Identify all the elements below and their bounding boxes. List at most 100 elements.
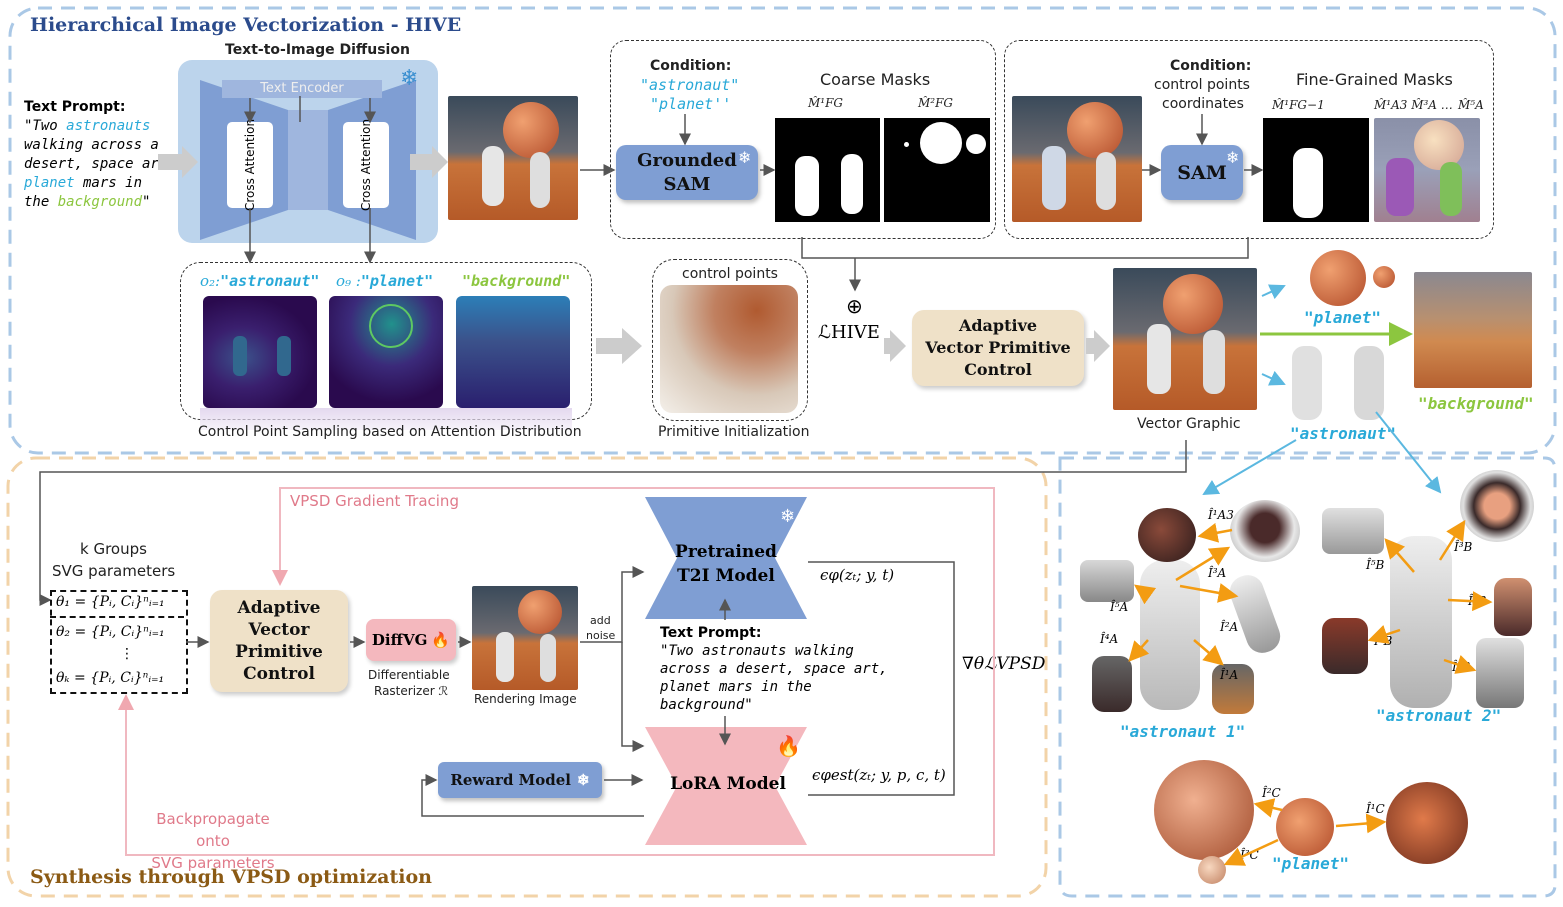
backprop-line1: Backpropagate onto [156,810,270,850]
sam-input-image [1012,96,1142,222]
cross-attention-1: Cross Attention [227,118,273,212]
astronaut-1-figure [1140,560,1200,710]
vpsd-prompt-line1: "Two astronauts walking [660,643,854,659]
prompt-word-astronauts: astronauts [66,118,151,134]
reward-model-box: Reward Model ❄ [438,762,602,798]
attention-label-background: "background" [462,272,571,290]
coarse-mask-1-label: M̂¹FG [808,96,844,110]
theta-2: θ₂ = {Pᵢ, Cᵢ}ⁿᵢ₌₁ [56,624,165,640]
vector-graphic-image [1113,268,1257,410]
coarse-mask-2-label: M̂²FG [918,96,954,110]
avpc-bottom-line3: Primitive [235,642,323,662]
attention-o9-word: "planet" [360,272,434,290]
init-caption: Primitive Initialization [658,424,810,440]
glove-part-b4 [1322,618,1368,674]
svg-parameters-label: SVG parameters [52,562,176,580]
avpc-top-line3: Control [964,360,1032,379]
glove-part-a1 [1092,656,1132,712]
attention-map-planet [329,296,443,408]
fire-icon: 🔥 [431,631,451,649]
planet-part-right [1386,782,1468,864]
pack-part-b [1322,508,1384,554]
fire-icon: 🔥 [776,734,801,758]
k-groups-line: k Groups [80,540,147,558]
avpc-bottom-line1: Adaptive [237,598,321,618]
diffusion-title: Text-to-Image Diffusion [225,42,410,58]
grounded-condition-planet: "planet'' [650,95,732,113]
avpc-top-line1: Adaptive [958,316,1038,335]
init-top-label: control points [682,266,778,282]
attention-caption: Control Point Sampling based on Attentio… [198,424,582,440]
eps-phi: ϵφ(zₜ; y, t) [820,566,895,584]
planet-part-large [1154,760,1254,860]
part-label-b5: Î⁵B [1366,558,1385,572]
vector-label-planet: "planet" [1304,308,1382,327]
vector-planet-image [1310,250,1366,306]
fine-mask-2-label: M̂¹A3 M̂³A … [1374,98,1453,112]
eps-est: ϵφest(zₜ; y, p, c, t) [812,766,946,784]
generated-image [448,96,578,220]
rasterizer-line2: Rasterizer ℛ [374,684,449,698]
prompt-part: the [24,194,58,210]
attention-map-background [456,296,570,408]
part-label-c3: Î³C [1240,848,1259,862]
vpsd-prompt-label: Text Prompt: [660,625,762,641]
reward-model-label: Reward Model [450,771,571,789]
boot-part-b1 [1476,638,1524,708]
grounded-sam-line2: SAM [663,173,711,195]
backprop-line2: SVG parameters [151,854,275,872]
text-prompt: Text Prompt: "Two astronauts walking acr… [24,98,184,212]
glove-part-b2 [1494,578,1532,636]
pack-part-a [1080,560,1134,602]
sam-panel [1004,40,1494,239]
vpsd-prompt-line3: planet mars in the [660,679,812,695]
prompt-part: walking across a [24,137,159,153]
t2i-label: Pretrained T2I Model [660,540,792,588]
part-label-a3: Î³A [1208,566,1227,580]
theta-vdots: ⋮ [120,646,134,662]
fine-mask-1-label: M̂¹FG−1 [1272,98,1325,112]
prompt-word-planet: planet [24,175,75,191]
helmet-part-b [1230,500,1300,562]
prompt-part: desert, space art, [24,156,176,172]
coarse-mask-planet [884,118,990,222]
helmet-part-a [1138,508,1196,562]
theta-k: θₖ = {Pᵢ, Cᵢ}ⁿᵢ₌₁ [56,670,165,686]
fine-mask-segments [1374,118,1480,222]
attention-o2-word: "astronaut" [220,272,320,290]
helmet-part-b3 [1460,470,1534,542]
k-groups-label: k Groups [80,540,147,558]
snowflake-icon: ❄ [1226,148,1240,167]
grounded-sam-box: Grounded SAM [616,145,758,200]
vpsd-prompt-line4: background" [660,697,753,713]
vector-background-image [1414,272,1532,388]
diffvg-box: DiffVG 🔥 [366,619,456,661]
vector-graphic-caption: Vector Graphic [1137,416,1241,432]
sam-box: SAM [1161,145,1243,200]
part-label-c1: Î¹C [1366,802,1385,816]
part-label-c2: Î²C [1262,786,1281,800]
cross-attention-1-label: Cross Attention [243,118,257,212]
part-label-a5: Î⁵A [1110,600,1129,614]
text-prompt-label: Text Prompt: [24,99,126,115]
cross-attention-2: Cross Attention [343,118,389,212]
avpc-bottom-box: Adaptive Vector Primitive Control [210,590,348,692]
title-vpsd: Synthesis through VPSD optimization [30,866,432,888]
prompt-part: mars in [74,175,143,191]
add-noise-line1: add [590,614,611,627]
attention-shadow [200,408,572,430]
cross-attention-2-label: Cross Attention [359,118,373,212]
init-panel [652,259,808,421]
parts-label-planet: "planet" [1272,854,1350,873]
snowflake-icon: ❄ [400,66,419,91]
prompt-part: " [142,194,151,210]
t2i-line1: Pretrained [675,542,777,562]
grounded-condition-astronaut: "astronaut" [640,76,740,94]
lora-label: LoRA Model [670,774,786,794]
attention-label-astronaut: o₂:"astronaut" [200,272,319,290]
part-label-b4: Î⁴B [1374,634,1393,648]
glove-part-a2 [1212,664,1254,714]
parts-label-astronaut-2: "astronaut 2" [1376,706,1502,725]
attention-o9: o₉ : [336,272,361,290]
vpsd-prompt: Text Prompt: "Two astronauts walking acr… [660,624,888,714]
